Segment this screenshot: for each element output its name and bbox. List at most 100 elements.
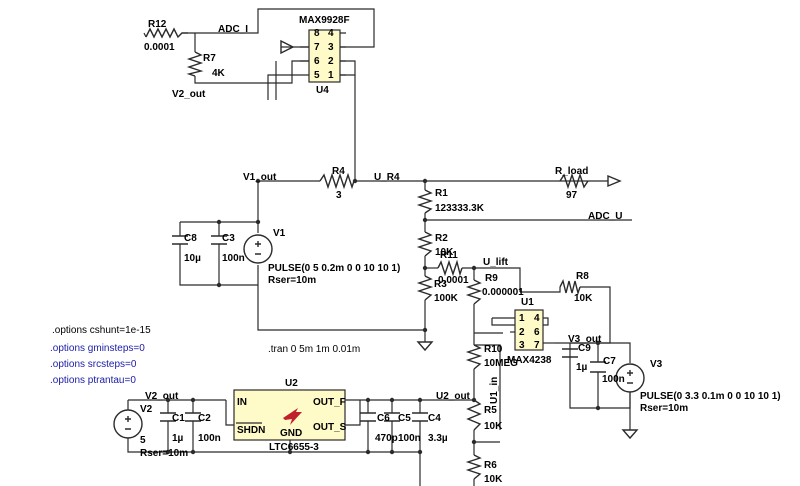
c9-name: C9 [578, 343, 591, 354]
resistor-r3[interactable] [416, 275, 434, 301]
net-label-adc-i: ADC_I [218, 24, 248, 35]
c9-value: 1µ [576, 362, 588, 373]
r-load-value: 97 [566, 190, 578, 201]
directive-cshunt[interactable]: .options cshunt=1e-15 [52, 325, 151, 336]
u1-pin-7: 7 [534, 340, 540, 351]
r1-name: R1 [435, 188, 448, 199]
ic-u1[interactable] [514, 309, 544, 351]
capacitor-c4[interactable] [412, 412, 428, 422]
resistor-r5[interactable] [466, 399, 482, 431]
capacitor-c5[interactable] [384, 412, 400, 422]
directive-tran[interactable]: .tran 0 5m 1m 0.01m [268, 344, 360, 355]
net-label-u1-in: U1_in [489, 377, 500, 404]
r3-value: 100K [434, 293, 459, 304]
v1-name: V1 [273, 228, 286, 239]
r11-value: 0.0001 [438, 275, 469, 286]
r12-name: R12 [148, 19, 167, 30]
r11-name: R11 [440, 250, 458, 261]
r1-value: 123333.3K [435, 203, 485, 214]
resistor-r12[interactable] [145, 27, 188, 39]
c6-value: 470p [375, 433, 398, 444]
v3-name: V3 [650, 359, 663, 370]
c8-value: 10µ [184, 253, 201, 264]
net-label-v2-out-top: V2_out [172, 89, 206, 100]
voltage-source-v2[interactable] [113, 409, 143, 439]
ground-icon [621, 429, 639, 440]
u4-pin-2: 2 [328, 56, 334, 67]
net-arrow-icon [607, 174, 622, 188]
capacitor-c2[interactable] [185, 412, 201, 422]
voltage-source-v3[interactable] [615, 363, 645, 393]
u4-pin-3: 3 [328, 42, 334, 53]
capacitor-c3[interactable] [211, 235, 227, 245]
v3-value: PULSE(0 3.3 0.1m 0 0 10 10 1) [640, 391, 781, 402]
c2-name: C2 [198, 413, 211, 424]
r2-name: R2 [435, 233, 448, 244]
u1-pin-6: 6 [534, 327, 540, 338]
resistor-r9[interactable] [465, 279, 483, 305]
ic-u4[interactable] [300, 29, 346, 83]
resistor-r11[interactable] [437, 259, 463, 277]
u4-pin-8: 8 [314, 28, 320, 39]
c7-value: 100n [602, 374, 625, 385]
capacitor-c8[interactable] [172, 235, 188, 245]
c8-name: C8 [184, 233, 197, 244]
u1-pin-4: 4 [534, 313, 540, 324]
r-load-name: R_load [555, 166, 588, 177]
c5-value: 100n [398, 433, 421, 444]
u1-part: MAX4238 [507, 355, 552, 366]
r10-name: R10 [484, 344, 503, 355]
resistor-r6[interactable] [465, 454, 483, 480]
u1-pin-1: 1 [519, 313, 525, 324]
capacitor-c7[interactable] [590, 361, 606, 373]
r4-value: 3 [336, 190, 342, 201]
r6-name: R6 [484, 460, 497, 471]
resistor-r4[interactable] [319, 172, 355, 190]
u2-pin-gnd: GND [280, 428, 302, 439]
directive-srcsteps[interactable]: .options srcsteps=0 [50, 359, 137, 370]
r8-value: 10K [574, 293, 593, 304]
capacitor-c9[interactable] [562, 348, 578, 358]
c3-name: C3 [222, 233, 235, 244]
r7-value: 4K [212, 68, 226, 79]
directive-ptrantau[interactable]: .options ptrantau=0 [50, 375, 136, 386]
wires [127, 8, 632, 486]
r2-value: 10K [435, 247, 454, 258]
r5-name: R5 [484, 405, 497, 416]
resistor-r10[interactable] [465, 344, 483, 370]
voltage-source-v1[interactable] [243, 234, 273, 264]
resistor-r8[interactable] [559, 278, 581, 296]
c5-name: C5 [398, 413, 411, 424]
net-label-u-r4: U_R4 [374, 172, 400, 183]
u2-pin-out-s: OUT_S [313, 422, 347, 433]
c4-name: C4 [428, 413, 441, 424]
ground-icon [280, 39, 295, 55]
u2-part: LTC6655-3 [269, 442, 319, 453]
resistor-r7[interactable] [186, 51, 204, 77]
ic-u2[interactable] [233, 389, 346, 441]
v1-rser: Rser=10m [268, 275, 316, 286]
r9-value: 0.000001 [482, 287, 524, 298]
capacitor-c6[interactable] [360, 412, 376, 422]
u4-pin-7: 7 [314, 42, 320, 53]
net-label-u-lift: U_lift [483, 257, 509, 268]
c1-value: 1µ [172, 433, 184, 444]
net-label-adc-u: ADC_U [588, 211, 622, 222]
directive-gminsteps[interactable]: .options gminsteps=0 [50, 343, 145, 354]
c2-value: 100n [198, 433, 221, 444]
u4-part: MAX9928F [299, 15, 350, 26]
v3-rser: Rser=10m [640, 403, 688, 414]
net-label-v2-out-bottom: V2_out [145, 391, 179, 402]
u2-name: U2 [285, 378, 298, 389]
net-label-v1-out: V1_out [243, 172, 277, 183]
capacitor-c1[interactable] [160, 412, 176, 422]
u4-pin-4: 4 [328, 28, 334, 39]
resistor-r2[interactable] [416, 231, 434, 257]
u4-pin-1: 1 [328, 70, 334, 81]
v2-rser: Rser=10m [140, 448, 188, 459]
resistor-r1[interactable] [416, 189, 434, 214]
ground-icon [416, 341, 434, 352]
c6-name: C6 [377, 413, 390, 424]
resistor-r-load[interactable] [559, 172, 589, 190]
